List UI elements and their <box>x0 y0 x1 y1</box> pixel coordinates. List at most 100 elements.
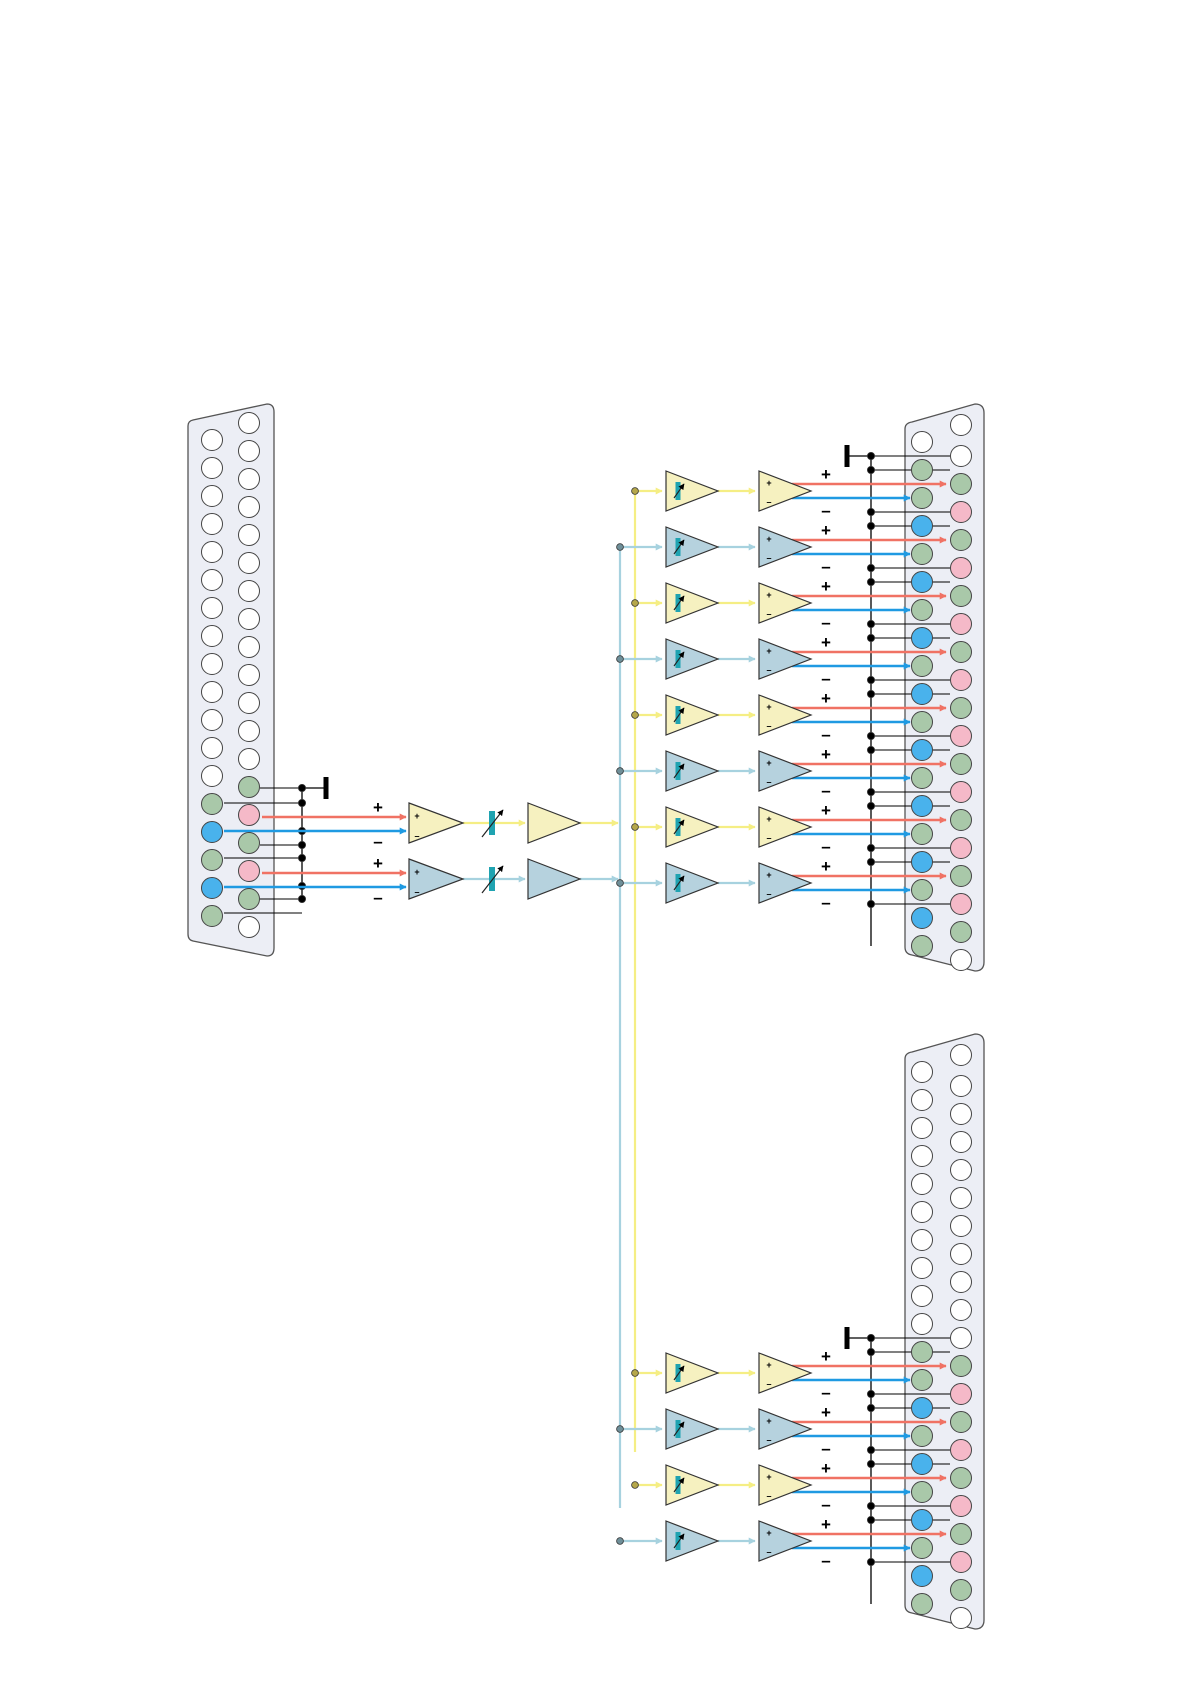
empty-pin <box>912 1118 933 1139</box>
trim-pot-icon <box>676 1476 681 1494</box>
output-plus-label: + <box>821 465 831 484</box>
trim-amplifier <box>666 751 718 791</box>
amp-minus-label: – <box>766 553 771 563</box>
cold-pin <box>912 908 933 929</box>
hot-pin <box>951 1384 972 1405</box>
connector-pin <box>239 413 260 434</box>
empty-pin <box>239 469 260 490</box>
amp-plus-label: + <box>766 702 771 712</box>
output-minus-label: – <box>821 1551 830 1570</box>
trim-amplifier <box>666 639 718 679</box>
amp-minus-label: – <box>766 1547 771 1557</box>
buffer-amplifier <box>528 859 580 899</box>
cold-pin <box>912 516 933 537</box>
amp-plus-label: + <box>766 590 771 600</box>
amp-minus-label: – <box>766 1491 771 1501</box>
trim-pot-icon <box>676 594 681 612</box>
empty-pin <box>951 1216 972 1237</box>
amp-plus-label: + <box>766 870 771 880</box>
amp-minus-label: – <box>414 831 419 841</box>
amp-plus-label: + <box>766 758 771 768</box>
amp-minus-label: – <box>766 1435 771 1445</box>
junction-dot-icon <box>867 746 874 753</box>
empty-pin <box>239 525 260 546</box>
ground-pin <box>239 833 260 854</box>
amp-minus-label: – <box>766 665 771 675</box>
junction-dot-icon <box>867 620 874 627</box>
ground-pin <box>951 642 972 663</box>
junction-dot-icon <box>617 880 624 887</box>
ground-pin <box>912 768 933 789</box>
ground-pin <box>912 544 933 565</box>
ground-pin <box>951 1524 972 1545</box>
ground-pin <box>202 850 223 871</box>
empty-pin <box>239 749 260 770</box>
trim-amplifier <box>666 583 718 623</box>
junction-dot-icon <box>617 656 624 663</box>
ground-pin <box>951 810 972 831</box>
connector-pin <box>951 415 972 436</box>
empty-pin <box>239 693 260 714</box>
empty-pin <box>912 1202 933 1223</box>
trim-pot-icon <box>676 538 681 556</box>
amp-minus-label: – <box>766 833 771 843</box>
hot-pin <box>951 894 972 915</box>
hot-pin <box>239 805 260 826</box>
output-plus-label: + <box>821 801 831 820</box>
output-plus-label: + <box>821 689 831 708</box>
amp-minus-label: – <box>766 721 771 731</box>
junction-dot-icon <box>867 508 874 515</box>
empty-pin <box>202 682 223 703</box>
polarity-labels: +–+–+–+–+–+–+–+–+–+–+–+–+–+– <box>373 465 831 1570</box>
empty-pin <box>239 609 260 630</box>
hot-pin <box>951 1440 972 1461</box>
trim-pot-icon <box>676 482 681 500</box>
empty-pin <box>951 1300 972 1321</box>
ground-bar-icon <box>845 445 850 467</box>
empty-pin <box>951 950 972 971</box>
empty-pin <box>202 738 223 759</box>
ground-pin <box>912 1370 933 1391</box>
junction-dot-icon <box>867 452 874 459</box>
hot-pin <box>951 838 972 859</box>
trim-amplifier <box>666 863 718 903</box>
empty-pin <box>912 1146 933 1167</box>
trim-amplifier <box>666 1353 718 1393</box>
amp-plus-label: + <box>766 478 771 488</box>
junction-dot-icon <box>298 799 305 806</box>
amplifier-stages: +–+–+–+–+–+–+–+–+–+–+–+–+–+– <box>409 471 811 1561</box>
connector-pin <box>951 1045 972 1066</box>
output-plus-label: + <box>821 633 831 652</box>
cold-pin <box>912 684 933 705</box>
junction-dot-icon <box>632 712 639 719</box>
junction-dot-icon <box>867 900 874 907</box>
ground-pin <box>202 794 223 815</box>
output-minus-label: – <box>821 837 830 856</box>
junction-dot-icon <box>867 1334 874 1341</box>
empty-pin <box>951 1104 972 1125</box>
empty-pin <box>202 598 223 619</box>
ground-pin <box>951 1412 972 1433</box>
empty-pin <box>239 497 260 518</box>
junction-dot-icon <box>867 1460 874 1467</box>
empty-pin <box>239 917 260 938</box>
ground-pin <box>912 824 933 845</box>
ground-pin <box>912 1482 933 1503</box>
empty-pin <box>951 1076 972 1097</box>
ground-bar-icon <box>324 777 329 799</box>
hot-pin <box>951 558 972 579</box>
trim-pot-icon <box>676 1364 681 1382</box>
junction-dot-icon <box>867 564 874 571</box>
hot-pin <box>951 670 972 691</box>
output-minus-label: – <box>821 613 830 632</box>
output-minus-label: – <box>821 501 830 520</box>
ground-pin <box>951 530 972 551</box>
output-plus-label: + <box>821 745 831 764</box>
cold-pin <box>912 1398 933 1419</box>
empty-pin <box>951 1608 972 1629</box>
junction-dot-icon <box>867 1348 874 1355</box>
junction-dot-icon <box>298 841 305 848</box>
ground-bar-icon <box>845 1327 850 1349</box>
output-minus-label: – <box>821 1439 830 1458</box>
